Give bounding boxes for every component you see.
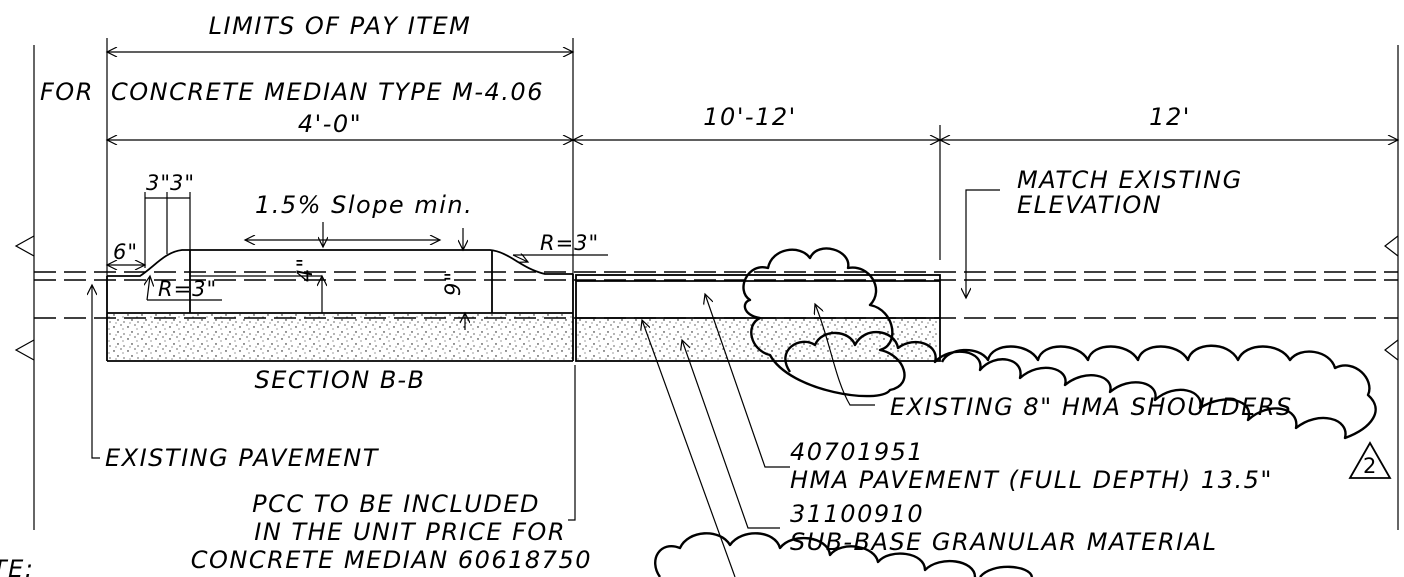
shoulders-callout: EXISTING 8" HMA SHOULDERS: [815, 304, 1293, 421]
limits-label: LIMITS OF PAY ITEM: [209, 12, 472, 40]
subbase-code: 31100910: [790, 500, 924, 528]
pcc-line2: IN THE UNIT PRICE FOR: [254, 518, 566, 546]
pcc-line3: CONCRETE MEDIAN 60618750: [191, 546, 592, 574]
dim-4in: 4": [293, 257, 317, 282]
pcc-note: PCC TO BE INCLUDED IN THE UNIT PRICE FOR…: [191, 365, 592, 574]
for-label: FOR: [40, 78, 94, 106]
slope-label: 1.5% Slope min.: [255, 191, 473, 219]
median-dimensions: 3" 3" 6" 1.5% Slope min. 4" 9" R=3" R=3": [107, 171, 608, 330]
existing-grade-dashes: [34, 271, 1398, 319]
subbase-desc: SUB-BASE GRANULAR MATERIAL: [790, 528, 1217, 556]
shoulders-label: EXISTING 8" HMA SHOULDERS: [890, 393, 1293, 421]
match-line1: MATCH EXISTING: [1017, 166, 1243, 194]
dim-6: 6": [113, 240, 138, 264]
dim-3b: 3": [170, 171, 195, 195]
revision-triangle: 2: [1348, 441, 1392, 479]
revision-clouds: [654, 247, 1377, 577]
existing-pavement-label: EXISTING PAVEMENT: [105, 444, 380, 472]
median-type-label: CONCRETE MEDIAN TYPE M-4.06: [111, 78, 544, 106]
hma-desc: HMA PAVEMENT (FULL DEPTH) 13.5": [790, 466, 1273, 494]
r3-right: R=3": [540, 231, 599, 255]
dim-12: 12': [1149, 103, 1191, 131]
revision-number: 2: [1363, 454, 1377, 478]
dim-9in: 9": [441, 271, 465, 296]
existing-pavement-callout: EXISTING PAVEMENT: [92, 285, 380, 472]
pcc-line1: PCC TO BE INCLUDED: [252, 490, 540, 518]
match-elevation: MATCH EXISTING ELEVATION: [966, 166, 1243, 298]
subbase-shoulder: [576, 318, 940, 361]
r3-left: R=3": [158, 277, 217, 301]
note-fragment: TE:: [0, 555, 34, 577]
dim-10-12: 10'-12': [703, 103, 796, 131]
boundary-lines: [14, 45, 1399, 530]
dim-4ft: 4'-0": [298, 110, 362, 138]
dim-3a: 3": [146, 171, 171, 195]
hma-callout: 40701951 HMA PAVEMENT (FULL DEPTH) 13.5": [705, 294, 1273, 494]
hma-code: 40701951: [790, 438, 924, 466]
match-line2: ELEVATION: [1017, 191, 1162, 219]
dimension-limits: LIMITS OF PAY ITEM FOR CONCRETE MEDIAN T…: [40, 12, 573, 300]
section-title: SECTION B-B: [254, 366, 425, 394]
subbase-median: [107, 313, 573, 361]
dimension-widths: 4'-0" 10'-12' 12': [107, 103, 1398, 260]
median-section: [106, 249, 574, 362]
subbase-callout: 31100910 SUB-BASE GRANULAR MATERIAL: [642, 320, 1217, 577]
